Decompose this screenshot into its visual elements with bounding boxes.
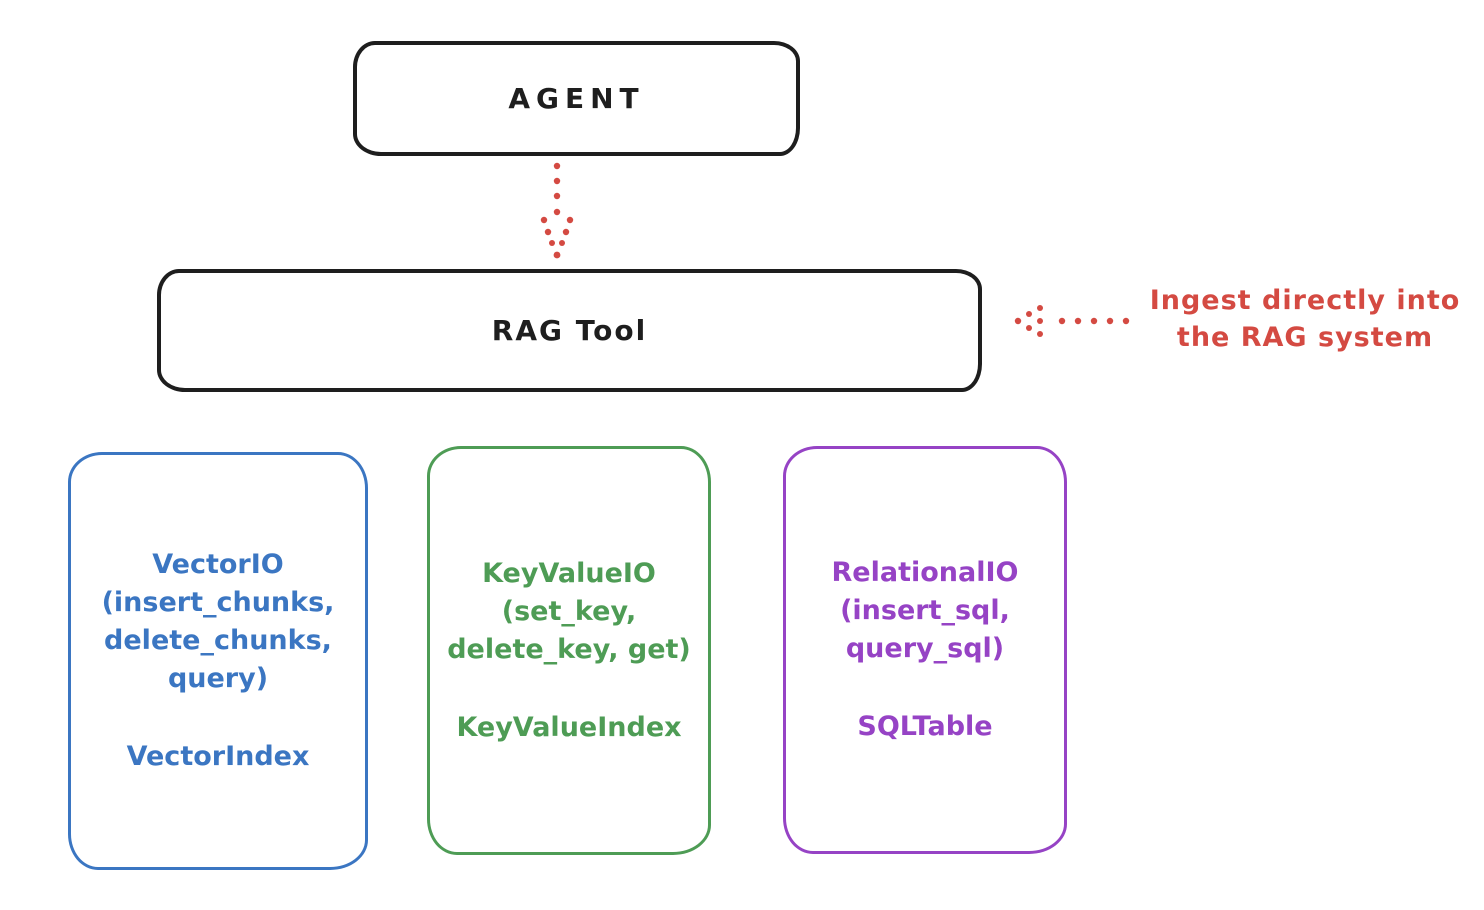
io-line: query_sql) [845,633,1005,664]
io-line: (set_key, [501,595,637,627]
io-line: query) [167,663,269,694]
io-line: RelationalIO [831,557,1019,588]
io-line: (insert_chunks, [101,587,335,618]
agent-to-rag-arrow [540,162,574,259]
keyvalue-index-label: KeyValueIndex [456,711,682,743]
keyvalue-io-lines: KeyValueIO (set_key, delete_key, get) [447,555,691,669]
rag-tool-box: RAG Tool [157,269,982,392]
sql-table-label: SQLTable [857,711,993,742]
io-line: VectorIO [152,549,284,580]
io-line: delete_key, get) [447,633,691,665]
ingest-arrow [1014,305,1130,337]
rag-tool-label: RAG Tool [491,314,648,347]
vector-io-box: VectorIO (insert_chunks, delete_chunks, … [68,452,368,870]
ingest-annotation-line1: Ingest directly into [1149,285,1461,316]
relational-io-box: RelationalIO (insert_sql, query_sql) SQL… [783,446,1067,854]
vector-index-label: VectorIndex [126,741,310,772]
relational-io-lines: RelationalIO (insert_sql, query_sql) [832,554,1019,668]
ingest-annotation-line2: the RAG system [1176,322,1434,353]
keyvalue-io-box: KeyValueIO (set_key, delete_key, get) Ke… [427,446,711,855]
agent-label: AGENT [508,82,645,115]
agent-box: AGENT [353,41,800,156]
vector-io-lines: VectorIO (insert_chunks, delete_chunks, … [102,546,335,698]
io-line: KeyValueIO [482,557,656,589]
io-line: (insert_sql, [840,595,1010,626]
ingest-annotation: Ingest directly into the RAG system [1130,282,1480,356]
io-line: delete_chunks, [104,625,332,656]
